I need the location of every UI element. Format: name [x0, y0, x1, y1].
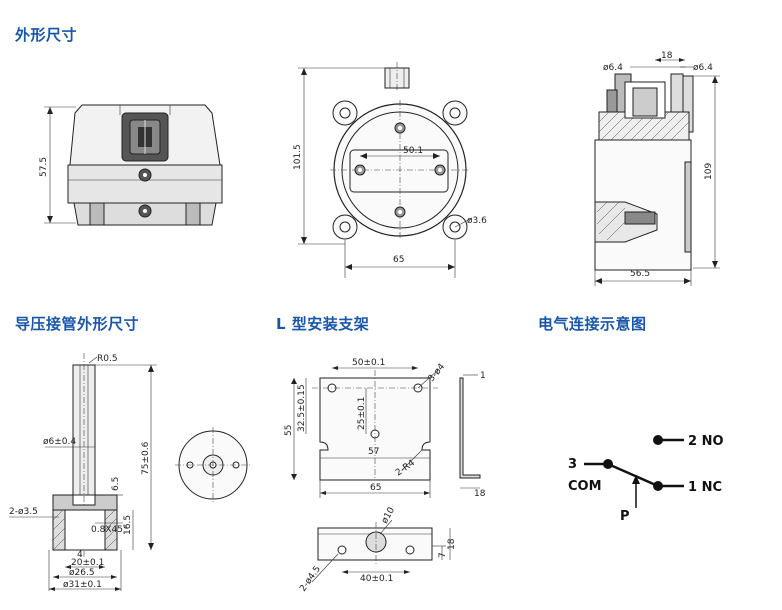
front-height-label: 57.5	[39, 157, 49, 177]
no-terminal-label: 2 NO	[688, 434, 724, 449]
tube-base-w-label: 4	[77, 550, 83, 560]
top-hole-spacing-label: 50.1	[403, 146, 423, 156]
tube-length-label: 75±0.6	[141, 441, 151, 475]
side-dia-right-label: ø6.4	[693, 63, 713, 73]
wiring-title: 电气连接示意图	[538, 315, 647, 333]
front-view-drawing: 57.5	[39, 104, 223, 226]
bracket-dim25-label: 25±0.1	[357, 397, 367, 430]
com-terminal-number: 3	[568, 457, 577, 472]
tube-flange-h-label: 16.5	[123, 515, 133, 535]
top-hole-dia-label: ø3.6	[467, 216, 487, 226]
tube-holes-label: 2-ø3.5	[9, 507, 38, 517]
top-view-drawing: 50.1 ø3.6 101.5 65	[293, 62, 487, 278]
tube-inner-dia-label: ø26.5	[69, 568, 95, 578]
tube-outer-dia-label: ø31±0.1	[63, 580, 102, 590]
top-width-label: 65	[393, 255, 404, 265]
bracket-drawing: 50±0.1 3-ø4 55 5 32.5±0.1 25±0.1 57 2-R4…	[284, 358, 486, 594]
tube-drawing: R0.5 ø6±0.4 75±0.6 6.5 16.5 0.8X45° 2-ø3…	[9, 353, 251, 591]
tube-flange-thk-label: 6.5	[111, 477, 121, 491]
bracket-dim5-label: 5	[297, 384, 307, 390]
bracket-side-w-label: 18	[474, 489, 486, 499]
side-height-label: 109	[704, 163, 714, 180]
bracket-dim7-label: 7	[438, 552, 448, 558]
bracket-slots-label: 2-ø4.5	[298, 564, 323, 593]
com-terminal-label: COM	[568, 479, 602, 494]
bracket-title: L 型安装支架	[276, 315, 370, 333]
side-spacing-label: 18	[661, 51, 673, 61]
wiring-diagram: 2 NO 3 COM 1 NC P	[568, 434, 724, 524]
bracket-dim57-label: 57	[368, 447, 379, 457]
side-dia-left-label: ø6.4	[603, 63, 623, 73]
tube-dia-top-label: ø6±0.4	[43, 437, 76, 447]
bracket-top-span-label: 50±0.1	[352, 358, 385, 368]
top-height-label: 101.5	[293, 144, 303, 170]
tube-chamfer-label: 0.8X45°	[91, 525, 127, 535]
bracket-hole-span-label: 40±0.1	[360, 574, 393, 584]
pressure-label: P	[620, 509, 630, 524]
bracket-hole10-label: ø10	[380, 506, 397, 526]
bracket-dim18-label: 18	[447, 538, 457, 550]
outline-dimensions-title: 外形尺寸	[15, 26, 78, 44]
bracket-dim32-label: 32.5±0.1	[297, 390, 307, 432]
side-width-label: 56.5	[630, 269, 650, 279]
tube-dimensions-title: 导压接管外形尺寸	[15, 315, 140, 333]
nc-terminal-label: 1 NC	[688, 480, 722, 495]
bracket-hole-dia-label: 3-ø4	[427, 362, 448, 384]
tube-radius-label: R0.5	[97, 354, 118, 364]
bracket-width-label: 65	[370, 483, 381, 493]
tube-pcd-label: 20±0.1	[71, 558, 104, 568]
bracket-side-thk-label: 1	[480, 371, 486, 381]
side-view-drawing: ø6.4 18 ø6.4 109 56.5	[594, 51, 720, 286]
bracket-height-label: 55	[284, 425, 294, 436]
